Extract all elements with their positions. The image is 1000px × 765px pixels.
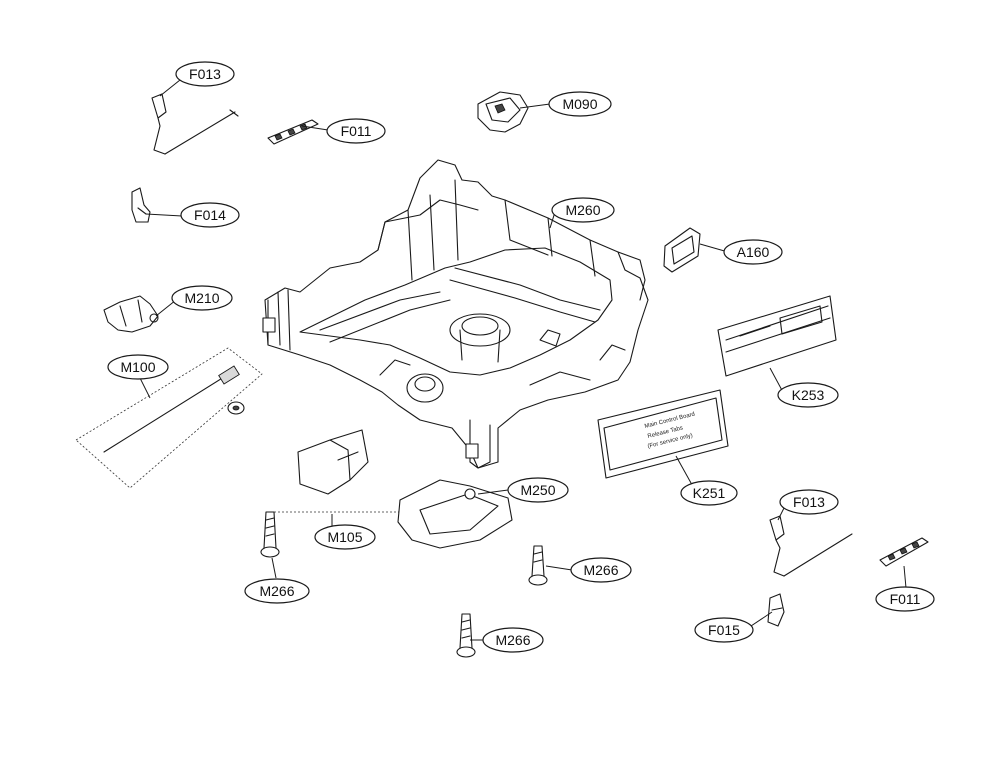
- f011-right-part: [879, 537, 929, 567]
- f013-top-part: [151, 93, 239, 155]
- callout-label: A160: [737, 244, 770, 260]
- f014-part: [131, 187, 151, 223]
- callout-f011-right: F011: [875, 586, 935, 612]
- m266-left-screw: [260, 511, 280, 558]
- m090-part: [477, 91, 529, 133]
- callout-label: K253: [792, 387, 825, 403]
- m250-part: [397, 479, 513, 549]
- callout-label: M266: [495, 632, 530, 648]
- base-frame-part: [262, 159, 649, 469]
- callout-label: K251: [693, 485, 726, 501]
- m266-bottom-screw: [456, 613, 476, 658]
- callout-m266-mid: M266: [570, 557, 632, 583]
- callout-f014: F014: [180, 202, 240, 228]
- callout-label: M100: [120, 359, 155, 375]
- callout-label: M266: [583, 562, 618, 578]
- m266-mid-screw: [528, 545, 548, 586]
- callout-label: M210: [184, 290, 219, 306]
- callout-m100: M100: [107, 354, 169, 380]
- m210-part: [103, 295, 159, 333]
- callout-label: M090: [562, 96, 597, 112]
- callout-m260: M260: [551, 197, 615, 223]
- f015-part: [767, 593, 785, 627]
- callout-a160: A160: [723, 239, 783, 265]
- callout-k253: K253: [777, 382, 839, 408]
- callout-m266-bottom: M266: [482, 627, 544, 653]
- m105-part: [270, 429, 400, 513]
- callout-f015: F015: [694, 617, 754, 643]
- f011-top-part: [267, 119, 319, 145]
- callout-m090: M090: [548, 91, 612, 117]
- callout-f013-right: F013: [779, 489, 839, 515]
- callout-f013-top: F013: [175, 61, 235, 87]
- callout-m266-left: M266: [244, 578, 310, 604]
- callout-label: F011: [341, 123, 372, 139]
- callout-m210: M210: [171, 285, 233, 311]
- f013-right-part: [769, 515, 853, 577]
- callout-label: M105: [327, 529, 362, 545]
- m100-part: [75, 347, 263, 489]
- a160-part: [663, 227, 701, 273]
- k251-part: Main Control Board Release Tabs (For ser…: [597, 389, 729, 479]
- callout-label: F011: [890, 591, 921, 607]
- callout-m105: M105: [314, 524, 376, 550]
- callout-k251: K251: [680, 480, 738, 506]
- callout-label: M266: [259, 583, 294, 599]
- callout-label: M260: [565, 202, 600, 218]
- callout-label: F013: [793, 494, 825, 510]
- callout-label: M250: [520, 482, 555, 498]
- callout-label: F014: [194, 207, 226, 223]
- callout-label: F013: [189, 66, 221, 82]
- callout-label: F015: [708, 622, 740, 638]
- callout-m250: M250: [507, 477, 569, 503]
- callout-f011-top: F011: [326, 118, 386, 144]
- k253-part: [717, 295, 837, 377]
